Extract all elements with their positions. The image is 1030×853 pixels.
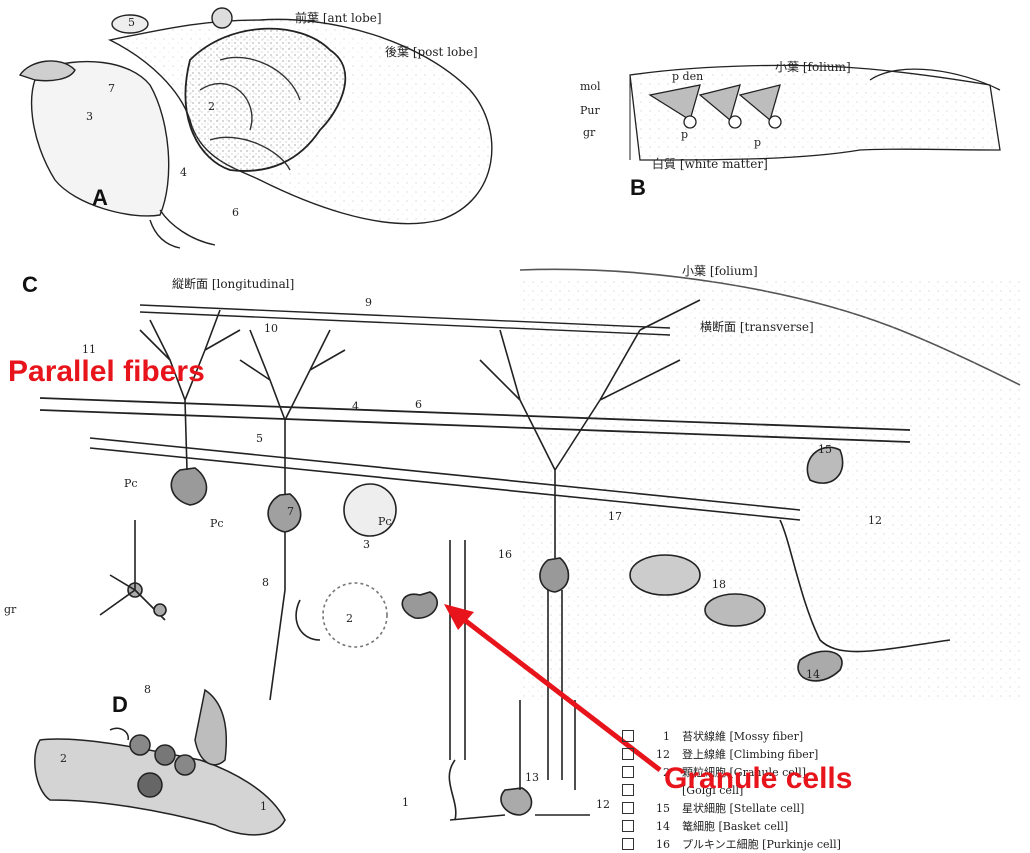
folium-label-c: 小葉 [folium] bbox=[682, 262, 758, 279]
granule-cells-annotation: Granule cells bbox=[664, 762, 852, 796]
legend-row: 1 苔状線維 [Mossy fiber] bbox=[622, 727, 841, 745]
parallel-fibers-annotation: Parallel fibers bbox=[8, 355, 205, 389]
legend-num: 14 bbox=[648, 820, 670, 833]
checkbox-icon bbox=[622, 766, 634, 778]
panel-c-num: 12 bbox=[868, 514, 882, 527]
panel-c-num: 18 bbox=[712, 578, 726, 591]
panel-d-num: 8 bbox=[144, 683, 151, 696]
legend-text: 苔状線維 [Mossy fiber] bbox=[682, 728, 803, 744]
panel-c-num: Pc bbox=[210, 517, 224, 530]
panel-c-drawing bbox=[40, 269, 1020, 820]
checkbox-icon bbox=[622, 838, 634, 850]
p-label: p bbox=[754, 136, 761, 149]
legend-row: 15 星状細胞 [Stellate cell] bbox=[622, 799, 841, 817]
legend-num: 1 bbox=[648, 730, 670, 743]
folium-label-b: 小葉 [folium] bbox=[775, 58, 851, 75]
panel-c-num: 7 bbox=[287, 505, 294, 518]
panel-a-num: 3 bbox=[86, 110, 93, 123]
panel-c-num: 15 bbox=[818, 443, 832, 456]
legend-text: 登上線維 [Climbing fiber] bbox=[682, 746, 818, 762]
checkbox-icon bbox=[622, 748, 634, 760]
panel-c-num: 2 bbox=[346, 612, 353, 625]
panel-c-num: 16 bbox=[498, 548, 512, 561]
panel-c-num: 12 bbox=[596, 798, 610, 811]
pur-label: Pur bbox=[580, 104, 600, 117]
legend-num: 16 bbox=[648, 838, 670, 851]
transverse-label: 横断面 [transverse] bbox=[700, 318, 814, 335]
panel-c-num: 1 bbox=[402, 796, 409, 809]
panel-c-num: 5 bbox=[256, 432, 263, 445]
legend-row: 12 登上線維 [Climbing fiber] bbox=[622, 745, 841, 763]
legend-row: 14 篭細胞 [Basket cell] bbox=[622, 817, 841, 835]
panel-c-num: 6 bbox=[415, 398, 422, 411]
panel-a-num: 6 bbox=[232, 206, 239, 219]
legend-num: 15 bbox=[648, 802, 670, 815]
panel-b-letter: B bbox=[630, 175, 646, 201]
panel-c-num: 3 bbox=[363, 538, 370, 551]
legend-num: 12 bbox=[648, 748, 670, 761]
checkbox-icon bbox=[622, 820, 634, 832]
legend-text: プルキンエ細胞 [Purkinje cell] bbox=[682, 836, 841, 852]
panel-a-letter: A bbox=[92, 185, 108, 211]
checkbox-icon bbox=[622, 730, 634, 742]
longitudinal-label: 縦断面 [longitudinal] bbox=[172, 275, 294, 292]
panel-d-num: 2 bbox=[60, 752, 67, 765]
panel-c-num: 9 bbox=[365, 296, 372, 309]
panel-a-num: 2 bbox=[208, 100, 215, 113]
legend-text: 星状細胞 [Stellate cell] bbox=[682, 800, 804, 816]
panel-c-letter: C bbox=[22, 272, 38, 298]
p-label: p bbox=[681, 128, 688, 141]
ant-lobe-label: 前葉 [ant lobe] bbox=[295, 9, 382, 26]
panel-a-num: 5 bbox=[128, 16, 135, 29]
panel-c-num: 10 bbox=[264, 322, 278, 335]
p-den-label: p den bbox=[672, 70, 703, 83]
panel-c-num: 8 bbox=[262, 576, 269, 589]
panel-d-num: 1 bbox=[260, 800, 267, 813]
legend-row: 16 プルキンエ細胞 [Purkinje cell] bbox=[622, 835, 841, 853]
panel-a-num: 4 bbox=[180, 166, 187, 179]
legend-text: 篭細胞 [Basket cell] bbox=[682, 818, 788, 834]
panel-c-num: 4 bbox=[352, 400, 359, 413]
panel-c-num: 14 bbox=[806, 668, 820, 681]
mol-label: mol bbox=[580, 80, 601, 93]
gr-label-b: gr bbox=[583, 126, 595, 139]
panel-c-num: Pc bbox=[124, 477, 138, 490]
post-lobe-label: 後葉 [post lobe] bbox=[385, 43, 478, 60]
checkbox-icon bbox=[622, 784, 634, 796]
checkbox-icon bbox=[622, 802, 634, 814]
panel-c-num: 17 bbox=[608, 510, 622, 523]
white-matter-label: 白質 [white matter] bbox=[652, 155, 768, 172]
panel-c-num: 13 bbox=[525, 771, 539, 784]
panel-d-letter: D bbox=[112, 692, 128, 718]
panel-a-num: 7 bbox=[108, 82, 115, 95]
panel-d-drawing bbox=[35, 690, 285, 835]
panel-c-num: Pc bbox=[378, 515, 392, 528]
gr-label-c: gr bbox=[4, 603, 16, 616]
